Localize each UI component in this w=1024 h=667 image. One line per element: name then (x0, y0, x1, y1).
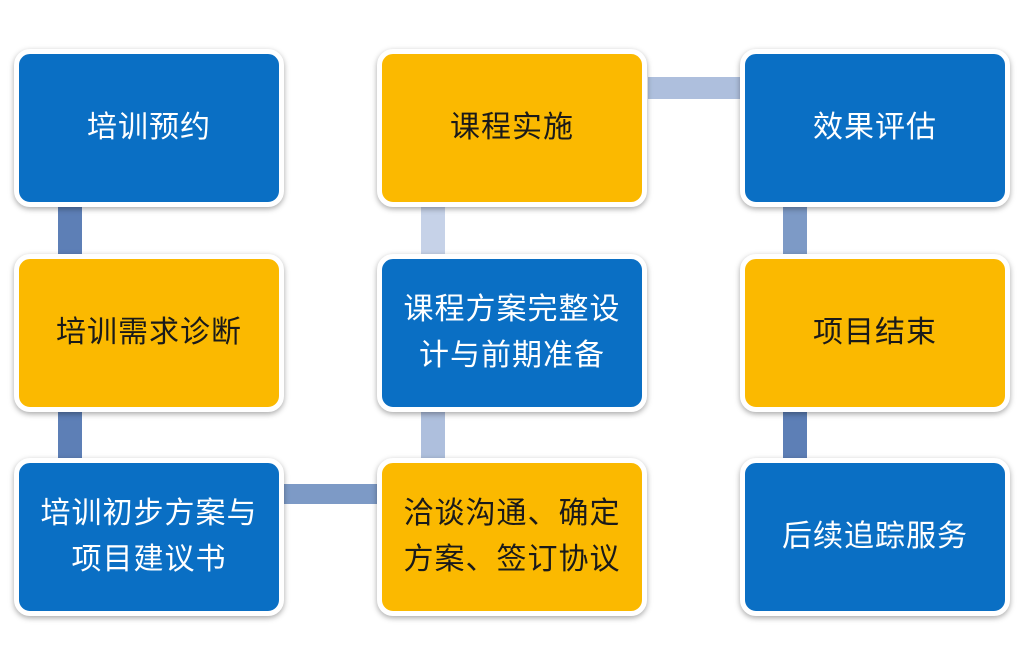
node-training-booking: 培训预约 (14, 49, 284, 207)
connector-n6-n7 (648, 77, 748, 99)
node-label: 后续追踪服务 (782, 518, 968, 554)
node-label: 培训需求诊断 (56, 314, 242, 350)
node-label: 效果评估 (813, 109, 937, 145)
node-label: 课程实施 (450, 109, 574, 145)
connector-n8-n9 (783, 410, 807, 465)
node-label: 项目结束 (813, 314, 937, 350)
connector-n2-n3 (58, 410, 82, 465)
node-label: 培训预约 (87, 109, 211, 145)
connector-n4-n5 (421, 410, 445, 465)
connector-n7-n8 (783, 205, 807, 260)
node-follow-up-service: 后续追踪服务 (740, 458, 1010, 616)
node-project-end: 项目结束 (740, 254, 1010, 412)
node-label: 洽谈沟通、确定 方案、签订协议 (403, 495, 621, 578)
node-effect-evaluation: 效果评估 (740, 49, 1010, 207)
node-course-delivery: 课程实施 (377, 49, 647, 207)
node-course-design: 课程方案完整设 计与前期准备 (377, 254, 647, 412)
node-label: 课程方案完整设 计与前期准备 (403, 291, 621, 374)
connector-n1-n2 (58, 205, 82, 260)
connector-n5-n6 (421, 205, 445, 260)
connector-n3-n4 (284, 484, 384, 504)
node-initial-proposal: 培训初步方案与 项目建议书 (14, 458, 284, 616)
node-needs-diagnosis: 培训需求诊断 (14, 254, 284, 412)
node-label: 培训初步方案与 项目建议书 (40, 495, 258, 578)
node-negotiation-agreement: 洽谈沟通、确定 方案、签订协议 (377, 458, 647, 616)
